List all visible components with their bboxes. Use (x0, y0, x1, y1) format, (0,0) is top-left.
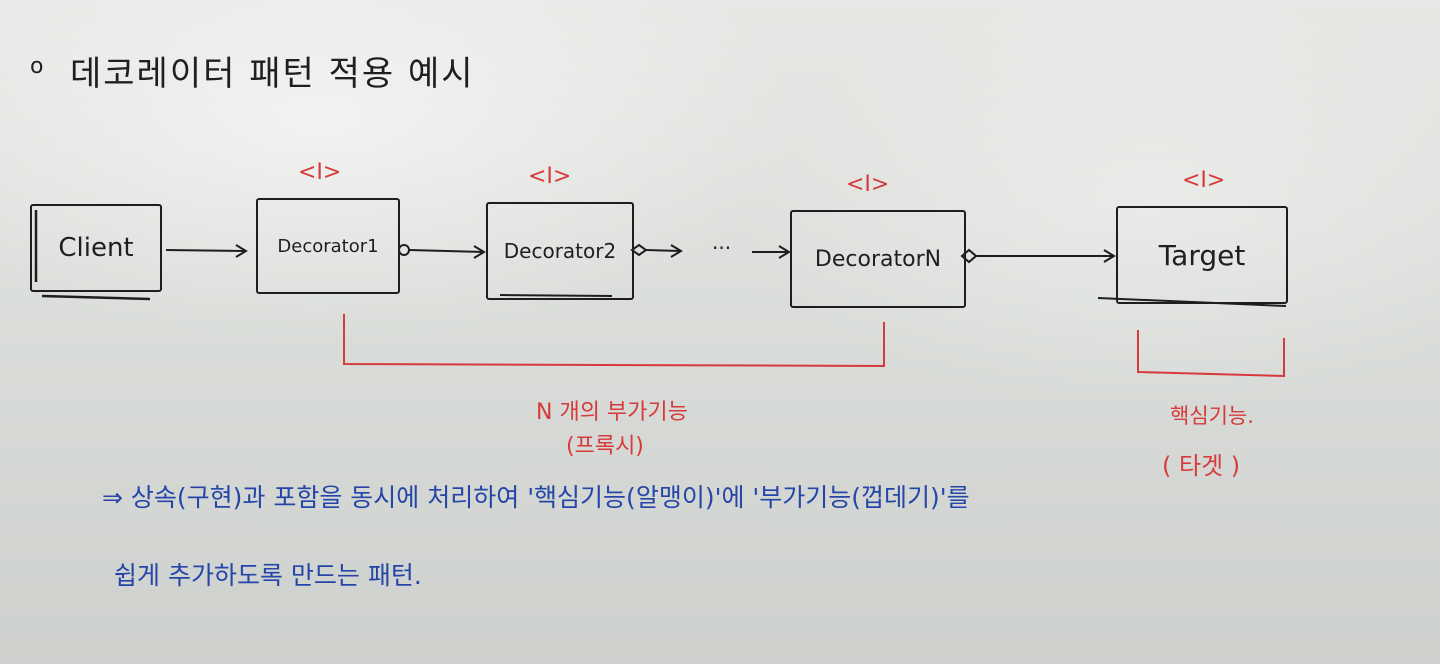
client-node: Client (30, 204, 162, 292)
ellipsis: ··· (712, 236, 732, 260)
decoratorN-label: DecoratorN (814, 246, 942, 272)
target-annotation: 핵심기능. (1170, 404, 1254, 428)
stereotype-target: <I> (1182, 168, 1226, 193)
decorators-annotation: N 개의 부가기능 (536, 400, 688, 425)
summary-line-2: 쉽게 추가하도록 만드는 패턴. (114, 561, 422, 590)
decorator2-label: Decorator2 (503, 239, 617, 263)
client-label: Client (58, 233, 134, 263)
decorator2-node: Decorator2 (486, 202, 634, 300)
heading-title: 데코레이터 패턴 적용 예시 (70, 54, 475, 94)
decorator1-node: Decorator1 (256, 198, 400, 294)
decoratorN-node: DecoratorN (790, 210, 966, 308)
stereotype-decorator1: <I> (298, 160, 342, 185)
target-annotation-sub: ( 타겟 ) (1162, 452, 1241, 480)
stereotype-decoratorN: <I> (846, 172, 890, 197)
heading-bullet: o (30, 54, 44, 79)
decorators-annotation-sub: (프록시) (566, 434, 644, 459)
decorator1-label: Decorator1 (277, 235, 379, 257)
summary-line-1: ⇒ 상속(구현)과 포함을 동시에 처리하여 '핵심기능(알맹이)'에 '부가기… (102, 483, 970, 512)
target-label: Target (1158, 238, 1246, 272)
stereotype-decorator2: <I> (528, 164, 572, 189)
target-node: Target (1116, 206, 1288, 304)
